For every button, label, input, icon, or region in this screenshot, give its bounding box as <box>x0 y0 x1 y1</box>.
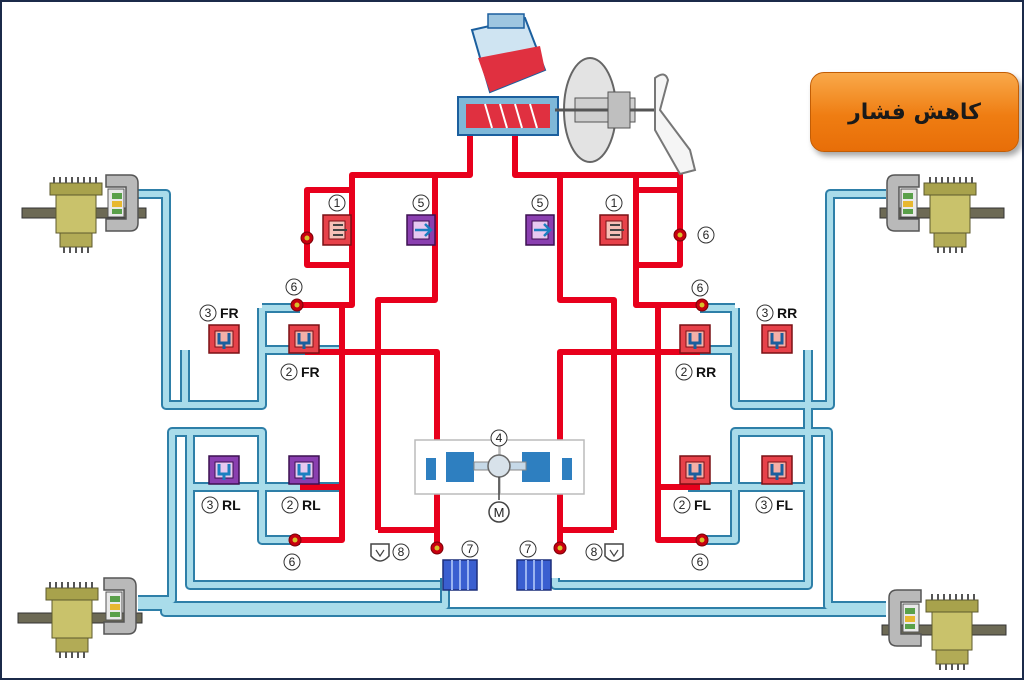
valve-5-right <box>524 213 556 247</box>
pressure-sensor-8-right <box>604 543 624 562</box>
callout-3-rr: 3 <box>762 306 769 320</box>
check-valve-6-a <box>300 231 314 245</box>
label-rr-2: RR <box>696 364 716 380</box>
valve-3-fr <box>207 323 241 355</box>
callout-2-fl: 2 <box>679 498 686 512</box>
callout-7-right: 7 <box>525 542 532 556</box>
pressure-reduction-badge: کاهش فشار <box>810 72 1019 152</box>
callout-7-left: 7 <box>467 542 474 556</box>
accumulator-7-right <box>516 559 552 591</box>
label-fl-3: FL <box>776 497 794 513</box>
callout-6-d: 6 <box>289 555 296 569</box>
pump-motor-unit <box>414 439 585 500</box>
valve-2-fr <box>287 323 321 355</box>
caliper-rear-right <box>888 589 922 647</box>
valve-3-rl <box>207 454 241 486</box>
callout-5-left: 5 <box>418 196 425 210</box>
brake-booster <box>555 57 660 163</box>
high-pressure-lines <box>300 130 700 550</box>
check-valve-6-e <box>695 298 709 312</box>
label-fr-2: FR <box>301 364 320 380</box>
label-fr-3: FR <box>220 305 239 321</box>
callout-6-b: 6 <box>291 280 298 294</box>
valve-3-rr <box>760 323 794 355</box>
check-valve-6-f <box>695 533 709 547</box>
label-fl-2: FL <box>694 497 712 513</box>
callout-2-fr: 2 <box>286 365 293 379</box>
callout-5-right: 5 <box>537 196 544 210</box>
caliper-rear-left <box>103 577 137 635</box>
label-rl-3: RL <box>222 497 241 513</box>
valve-2-rr <box>678 323 712 355</box>
badge-label: کاهش فشار <box>848 99 981 125</box>
callout-6-e: 6 <box>697 555 704 569</box>
callout-8-right: 8 <box>591 545 598 559</box>
caliper-front-left <box>105 174 139 232</box>
callout-2-rl: 2 <box>287 498 294 512</box>
label-rl-2: RL <box>302 497 321 513</box>
check-valve-6-d <box>673 228 687 242</box>
check-valve-6-b <box>290 298 304 312</box>
valve-5-left <box>405 213 437 247</box>
motor-symbol: M <box>488 501 510 523</box>
callout-1-left: 1 <box>334 196 341 210</box>
pressure-sensor-8-left <box>370 543 390 562</box>
valve-2-rl <box>287 454 321 486</box>
callout-1-right: 1 <box>611 196 618 210</box>
callout-6-a: 6 <box>703 228 710 242</box>
callout-6-c: 6 <box>697 281 704 295</box>
master-cylinder <box>457 13 559 136</box>
callouts: 1 5 5 1 6 6 6 6 6 4 7 7 8 8 3 2 3 2 3 2 … <box>199 194 774 571</box>
callout-3-rl: 3 <box>207 498 214 512</box>
caliper-front-right <box>886 174 920 232</box>
label-rr-3: RR <box>777 305 797 321</box>
valve-1-left <box>322 214 352 246</box>
callout-4: 4 <box>496 431 503 445</box>
valve-1-right <box>599 214 629 246</box>
accumulator-7-left <box>442 559 478 591</box>
valve-2-fl <box>678 454 712 486</box>
callout-8-left: 8 <box>398 545 405 559</box>
check-valve-6-c <box>288 533 302 547</box>
callout-2-rr: 2 <box>681 365 688 379</box>
valve-3-fl <box>760 454 794 486</box>
callout-3-fl: 3 <box>761 498 768 512</box>
brake-pedal <box>654 73 697 176</box>
callout-3-fr: 3 <box>205 306 212 320</box>
motor-label: M <box>494 505 505 520</box>
